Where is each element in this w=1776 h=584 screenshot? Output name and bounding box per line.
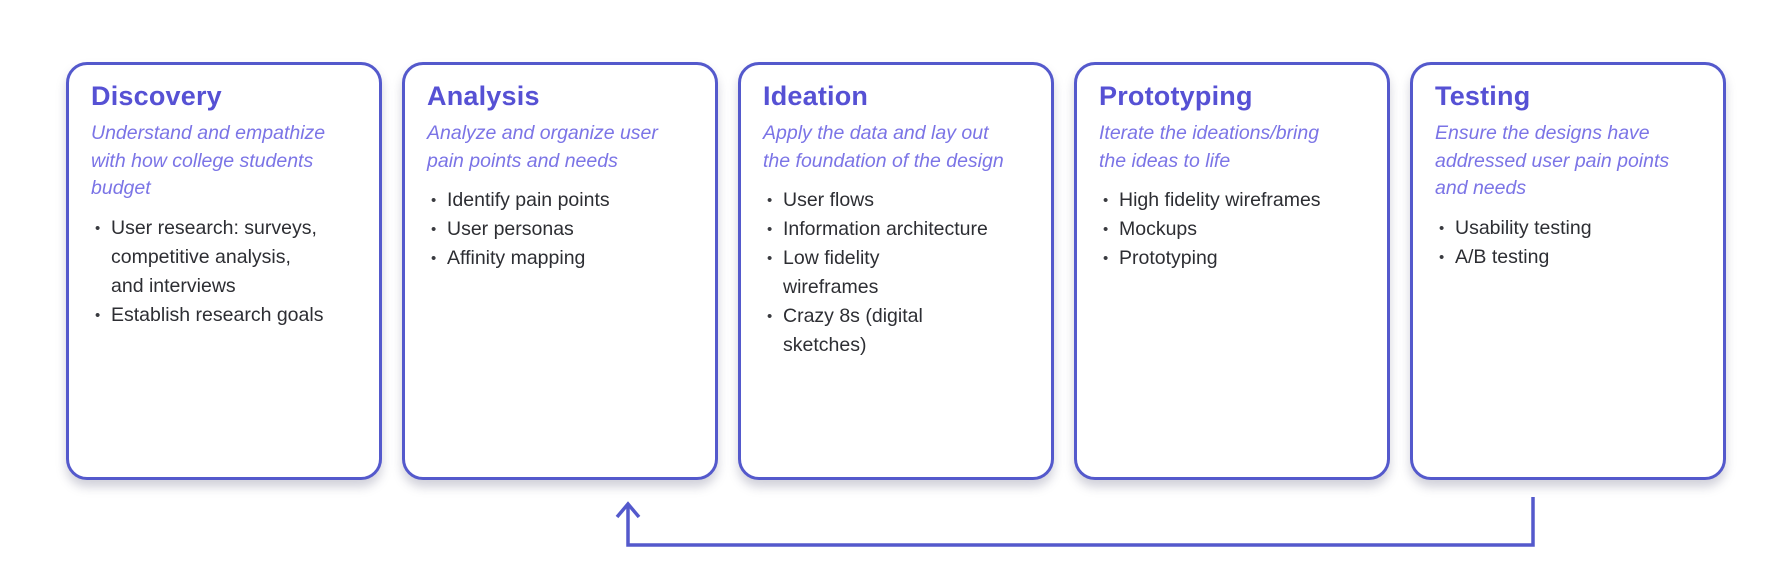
phase-bullet-list: Identify pain points User personas Affin… bbox=[427, 186, 697, 273]
arrowhead-up-icon bbox=[615, 501, 641, 519]
phase-title: Testing bbox=[1435, 81, 1531, 111]
phase-bullet-list: Usability testing A/B testing bbox=[1435, 214, 1705, 272]
phase-card-testing: Testing Ensure the designs have addresse… bbox=[1410, 62, 1726, 480]
phase-card-prototyping: Prototyping Iterate the ideations/bring … bbox=[1074, 62, 1390, 480]
design-process-board: Discovery Understand and empathize with … bbox=[66, 62, 1726, 480]
phase-card-analysis: Analysis Analyze and organize user pain … bbox=[402, 62, 718, 480]
phase-title: Ideation bbox=[763, 81, 869, 111]
bullet-item: Identify pain points bbox=[427, 186, 697, 215]
phase-bullet-list: User flows Information architecture Low … bbox=[763, 186, 1033, 360]
phase-bullet-list: High fidelity wireframes Mockups Prototy… bbox=[1099, 186, 1369, 273]
phase-title: Prototyping bbox=[1099, 81, 1253, 111]
bullet-item: User research: surveys, competitive anal… bbox=[91, 214, 361, 301]
phase-subtitle: Analyze and organize user pain points an… bbox=[427, 122, 658, 172]
phase-subtitle: Iterate the ideations/bring the ideas to… bbox=[1099, 122, 1320, 172]
phase-card-ideation: Ideation Apply the data and lay out the … bbox=[738, 62, 1054, 480]
bullet-item: User personas bbox=[427, 215, 697, 244]
phase-subtitle: Apply the data and lay out the foundatio… bbox=[763, 122, 1004, 172]
bullet-item: A/B testing bbox=[1435, 243, 1705, 272]
phase-title: Analysis bbox=[427, 81, 540, 111]
bullet-item: Mockups bbox=[1099, 215, 1369, 244]
bullet-item: Prototyping bbox=[1099, 244, 1369, 273]
bullet-item: Crazy 8s (digital sketches) bbox=[763, 302, 1033, 360]
arrow-line bbox=[626, 497, 1535, 547]
bullet-item: Establish research goals bbox=[91, 301, 361, 330]
phase-bullet-list: User research: surveys, competitive anal… bbox=[91, 214, 361, 330]
phase-card-discovery: Discovery Understand and empathize with … bbox=[66, 62, 382, 480]
bullet-item: Usability testing bbox=[1435, 214, 1705, 243]
phase-subtitle: Understand and empathize with how colleg… bbox=[91, 122, 326, 199]
phase-title: Discovery bbox=[91, 81, 222, 111]
bullet-item: Affinity mapping bbox=[427, 244, 697, 273]
phase-subtitle: Ensure the designs have addressed user p… bbox=[1435, 122, 1670, 199]
bullet-item: User flows bbox=[763, 186, 1033, 215]
bullet-item: Low fidelity wireframes bbox=[763, 244, 1033, 302]
bullet-item: High fidelity wireframes bbox=[1099, 186, 1369, 215]
bullet-item: Information architecture bbox=[763, 215, 1033, 244]
